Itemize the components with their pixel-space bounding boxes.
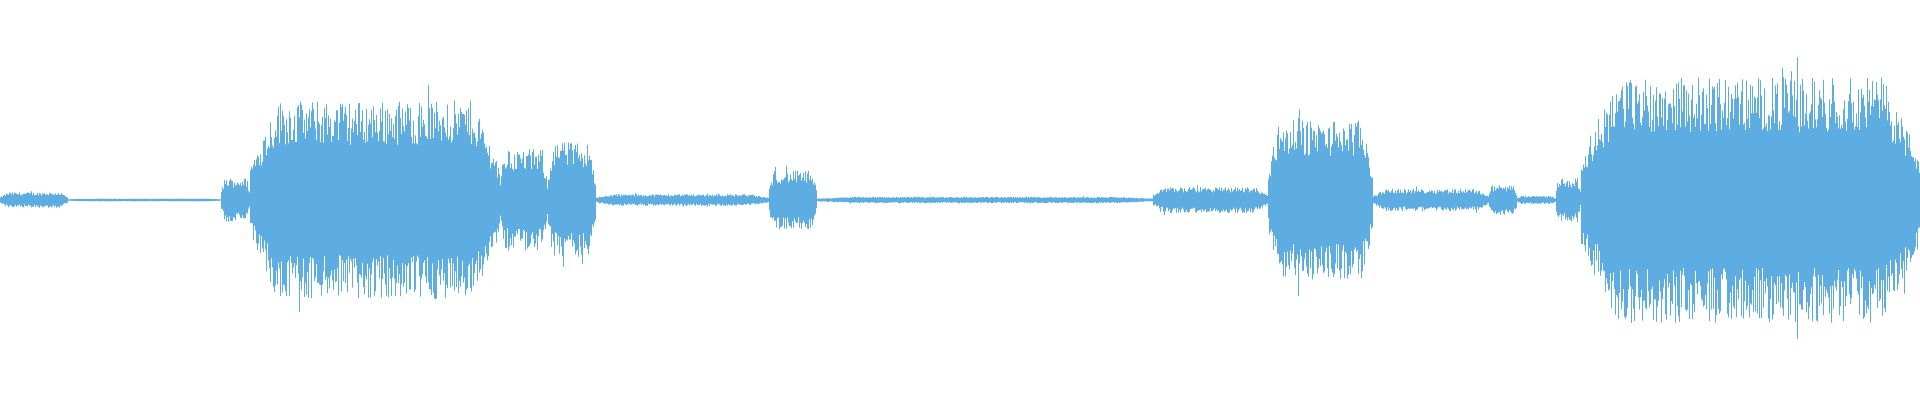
waveform-samples (0, 57, 1920, 339)
waveform-path (0, 57, 1920, 339)
